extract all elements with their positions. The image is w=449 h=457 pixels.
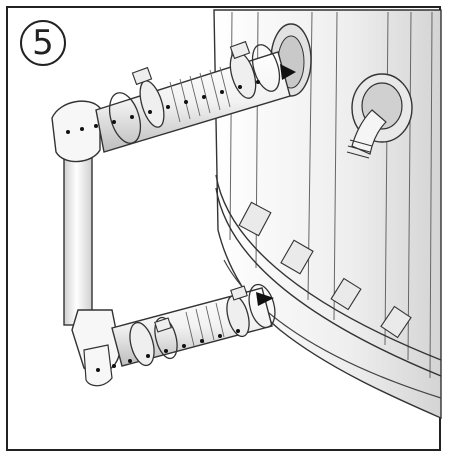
upper-hose xyxy=(95,44,291,153)
flow-path-dots xyxy=(66,80,260,372)
band-brackets xyxy=(238,201,412,339)
connecting-pipe xyxy=(51,100,121,387)
return-fitting-icon xyxy=(346,73,413,159)
step-number: 5 xyxy=(32,23,54,63)
lower-hose xyxy=(111,283,276,367)
hose-clamp-icon xyxy=(131,40,251,333)
step-number-badge: 5 xyxy=(20,20,66,66)
flow-arrow-icon xyxy=(256,64,296,306)
